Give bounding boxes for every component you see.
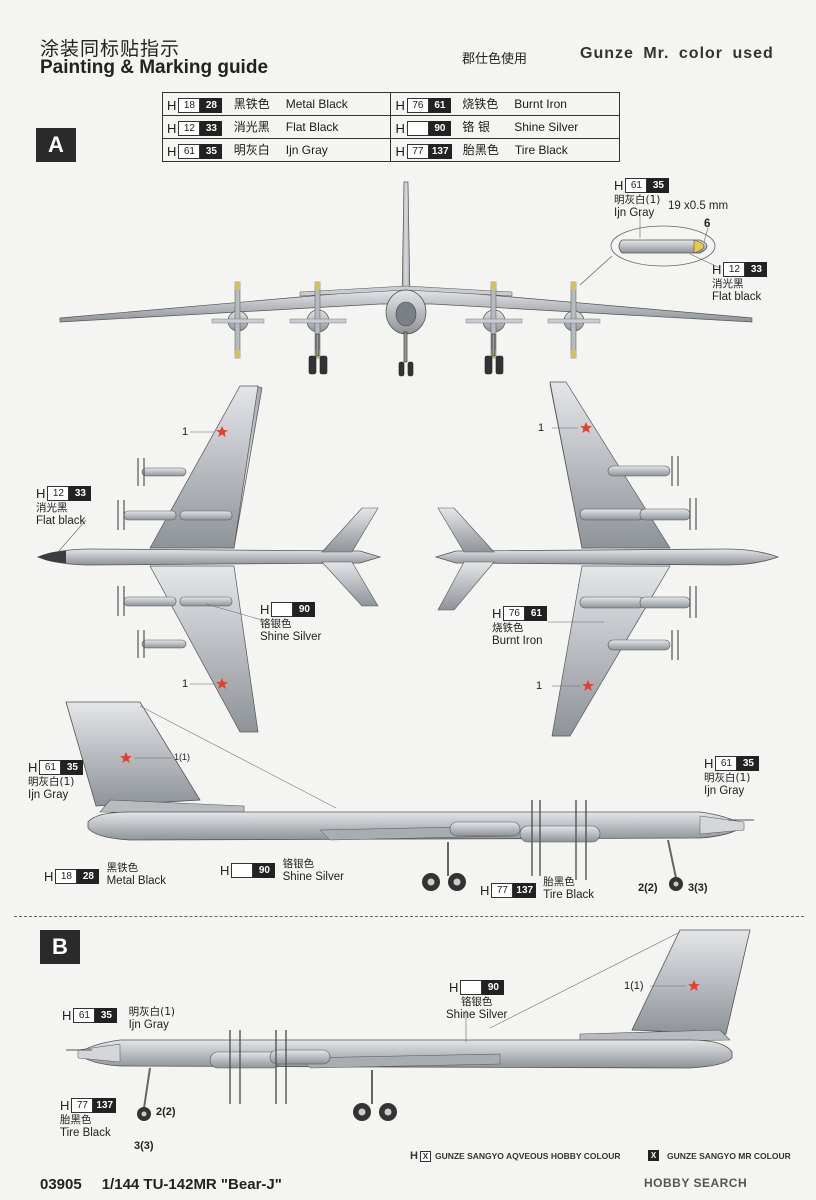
- title-english: Painting & Marking guide: [40, 57, 269, 78]
- refuel-probe-detail: [579, 214, 721, 286]
- mr-legend: X GUNZE SANGYO MR COLOUR: [648, 1150, 791, 1161]
- kit-model: 1/144 TU-142MR "Bear-J": [101, 1176, 282, 1193]
- marking-number: 1: [182, 678, 189, 690]
- top-view-aircraft: [36, 385, 382, 733]
- probe-number: 6: [704, 218, 711, 230]
- title-chinese: 涂装同标贴指示: [40, 38, 181, 60]
- marking-number: 2(2): [638, 882, 658, 894]
- section-a-label: A: [36, 128, 76, 162]
- marking-number: 3(3): [688, 882, 708, 894]
- side-view-aircraft-a: [65, 701, 754, 891]
- marking-number: 2(2): [156, 1106, 176, 1118]
- section-divider: [14, 916, 804, 917]
- marking-number: 1: [538, 422, 545, 434]
- b-silver-callout: H 90 铬银色 Shine Silver: [446, 980, 508, 1021]
- fuselage-silver-callout: H 90 铬银色 Shine Silver: [220, 858, 344, 883]
- marking-number: 1: [182, 426, 189, 438]
- marking-number: 1(1): [624, 980, 644, 992]
- kit-code: 03905: [40, 1176, 82, 1193]
- colors-used-english: Gunze Mr. color used: [580, 45, 774, 62]
- watermark-logo: HOBBY SEARCH: [644, 1176, 748, 1190]
- kit-title: 03905 1/144 TU-142MR "Bear-J": [40, 1176, 302, 1193]
- bottom-view-aircraft: [434, 381, 780, 737]
- marking-number: 3(3): [134, 1140, 154, 1152]
- marking-number: 1(1): [174, 752, 191, 762]
- side-view-aircraft-b: [66, 929, 751, 1121]
- front-view-aircraft: [59, 181, 753, 377]
- wing-silver-callout: H 90 铬银色 Shine Silver: [260, 602, 322, 643]
- probe-size-label: 19 x0.5 mm: [668, 200, 729, 212]
- colors-used-chinese: 郡仕色使用: [462, 52, 528, 67]
- section-b-label: B: [40, 930, 80, 964]
- marking-number: 1: [536, 680, 543, 692]
